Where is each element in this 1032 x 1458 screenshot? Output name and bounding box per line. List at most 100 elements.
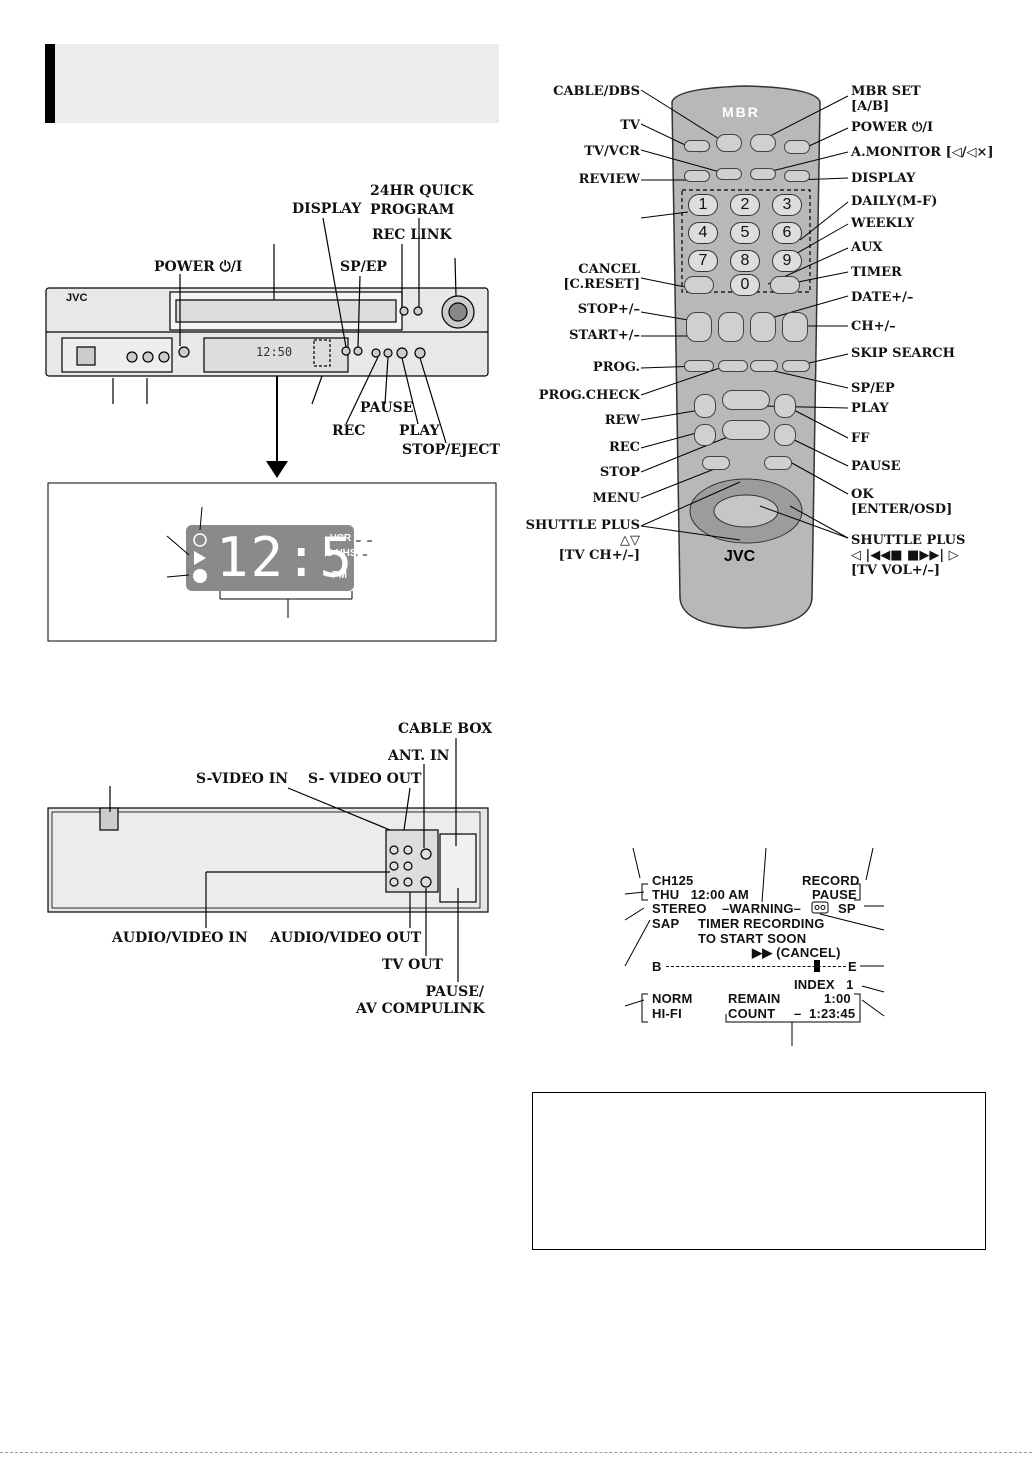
remote-label-play: PLAY <box>851 401 889 416</box>
remote-key-5[interactable]: 5 <box>730 222 760 244</box>
remote-label-prog: PROG. <box>592 360 640 375</box>
front-brand-logo: JVC <box>66 292 88 304</box>
osd-stereo: STEREO <box>652 901 707 916</box>
label-display-front: DISPLAY <box>292 201 362 217</box>
label-rec-link: REC LINK <box>372 227 452 243</box>
osd-index: INDEX 1 <box>794 977 854 992</box>
remote-key-7[interactable]: 7 <box>688 250 718 272</box>
osd-bar-b: B <box>652 959 662 974</box>
front-display-time: 12:50 <box>256 345 293 359</box>
page-bottom-rule <box>0 1452 1032 1453</box>
osd-sap: SAP <box>652 916 680 931</box>
remote-label-stop-plus-minus: STOP+/– <box>577 302 640 317</box>
remote-label-stop: STOP <box>599 465 640 480</box>
label-av-out: AUDIO/VIDEO OUT <box>270 930 422 946</box>
remote-label-mbr-set: MBR SET [A/B] <box>851 84 921 114</box>
remote-skip-search-button[interactable] <box>782 360 810 372</box>
remote-key-8[interactable]: 8 <box>730 250 760 272</box>
osd-remain: REMAIN <box>728 991 781 1006</box>
osd-pause: PAUSE <box>812 887 857 902</box>
remote-label-aux: AUX <box>851 240 883 255</box>
label-rec-front: REC <box>332 423 366 439</box>
remote-label-shuttle-plus-ch: SHUTTLE PLUS △▽ [TV CH+/–] <box>525 518 640 563</box>
label-sp-ep-front: SP/EP <box>340 259 387 275</box>
remote-ch-button[interactable] <box>782 312 808 342</box>
remote-brand-logo: JVC <box>724 548 756 565</box>
remote-menu-button[interactable] <box>702 456 730 470</box>
remote-label-rec: REC <box>608 440 640 455</box>
remote-key-9[interactable]: 9 <box>772 250 802 272</box>
remote-label-skip-search: SKIP SEARCH <box>851 346 955 361</box>
osd-sp: SP <box>838 901 856 916</box>
remote-key-4[interactable]: 4 <box>688 222 718 244</box>
title-bar <box>45 44 499 123</box>
panel-pm-indicator: PM <box>332 570 347 581</box>
remote-label-start-plus-minus: START+/– <box>569 328 640 343</box>
osd-count: COUNT <box>728 1006 776 1021</box>
remote-label-prog-check: PROG.CHECK <box>538 388 640 403</box>
remote-label-date-plus-minus: DATE+/– <box>851 290 914 305</box>
remote-sp-ep-button[interactable] <box>750 360 778 372</box>
remote-mbr-set-button[interactable] <box>750 134 776 152</box>
label-play-front: PLAY <box>399 423 440 439</box>
note-box <box>532 1092 986 1250</box>
osd-channel: CH125 <box>652 873 694 888</box>
remote-label-ff: FF <box>851 431 870 446</box>
osd-hifi: HI-FI <box>652 1006 682 1021</box>
remote-key-6[interactable]: 6 <box>772 222 802 244</box>
remote-prog-button[interactable] <box>684 360 714 372</box>
remote-cable-dbs-button[interactable] <box>716 134 742 152</box>
remote-label-ch-plus-minus: CH+/– <box>851 319 896 334</box>
remote-stop-button[interactable] <box>722 420 770 440</box>
remote-label-a-monitor: A.MONITOR [◁/◁×] <box>851 145 994 160</box>
remote-a-monitor-button[interactable] <box>750 168 776 180</box>
remote-review-button[interactable] <box>684 170 710 182</box>
remote-display-button[interactable] <box>784 170 810 182</box>
remote-ff-button[interactable] <box>774 394 796 418</box>
osd-remain-value: 1:00 <box>824 991 851 1006</box>
remote-tv-vcr-button[interactable] <box>716 168 742 180</box>
remote-start-button[interactable] <box>686 312 712 342</box>
remote-label-weekly: WEEKLY <box>851 216 915 231</box>
remote-tv-button[interactable] <box>684 140 710 152</box>
label-av-in: AUDIO/VIDEO IN <box>112 930 248 946</box>
panel-svhs-indicator: S-VHS <box>326 548 357 559</box>
remote-label-timer: TIMER <box>851 265 902 280</box>
remote-cancel-button[interactable] <box>684 276 714 294</box>
remote-prog-check-button[interactable] <box>718 360 748 372</box>
remote-ok-button[interactable] <box>764 456 792 470</box>
remote-play-button[interactable] <box>722 390 770 410</box>
remote-label-daily: DAILY(M-F) <box>851 194 938 209</box>
panel-display-time: 12:50 <box>216 526 389 589</box>
panel-vcr-indicator: VCR <box>330 533 352 544</box>
label-tv-out: TV OUT <box>382 957 443 973</box>
osd-progress-marker <box>814 960 820 972</box>
osd-norm: NORM <box>652 991 693 1006</box>
remote-key-2[interactable]: 2 <box>730 194 760 216</box>
remote-key-1[interactable]: 1 <box>688 194 718 216</box>
remote-pause-button[interactable] <box>774 424 796 446</box>
osd-count-value: – 1:23:45 <box>794 1006 856 1021</box>
remote-stop-plus-button[interactable] <box>718 312 744 342</box>
remote-timer-button[interactable] <box>770 276 800 294</box>
remote-label-menu: MENU <box>592 491 640 506</box>
remote-mbr-logo: MBR <box>722 104 760 120</box>
remote-label-pause: PAUSE <box>851 459 901 474</box>
remote-key-3[interactable]: 3 <box>772 194 802 216</box>
label-24hr-quick-program: 24HR QUICK PROGRAM <box>370 183 474 218</box>
title-bar-accent <box>45 44 55 123</box>
remote-key-0[interactable]: 0 <box>730 274 760 296</box>
remote-label-cable-dbs: CABLE/DBS <box>553 84 640 99</box>
remote-label-ok: OK [ENTER/OSD] <box>851 487 953 517</box>
label-ant-in: ANT. IN <box>388 748 450 764</box>
remote-date-button[interactable] <box>750 312 776 342</box>
remote-rew-button[interactable] <box>694 394 716 418</box>
osd-progress-bar <box>666 966 846 967</box>
remote-label-review: REVIEW <box>578 172 640 187</box>
remote-power-button[interactable] <box>784 140 810 154</box>
remote-label-cancel: CANCEL [C.RESET] <box>563 262 640 292</box>
remote-rec-button[interactable] <box>694 424 716 446</box>
